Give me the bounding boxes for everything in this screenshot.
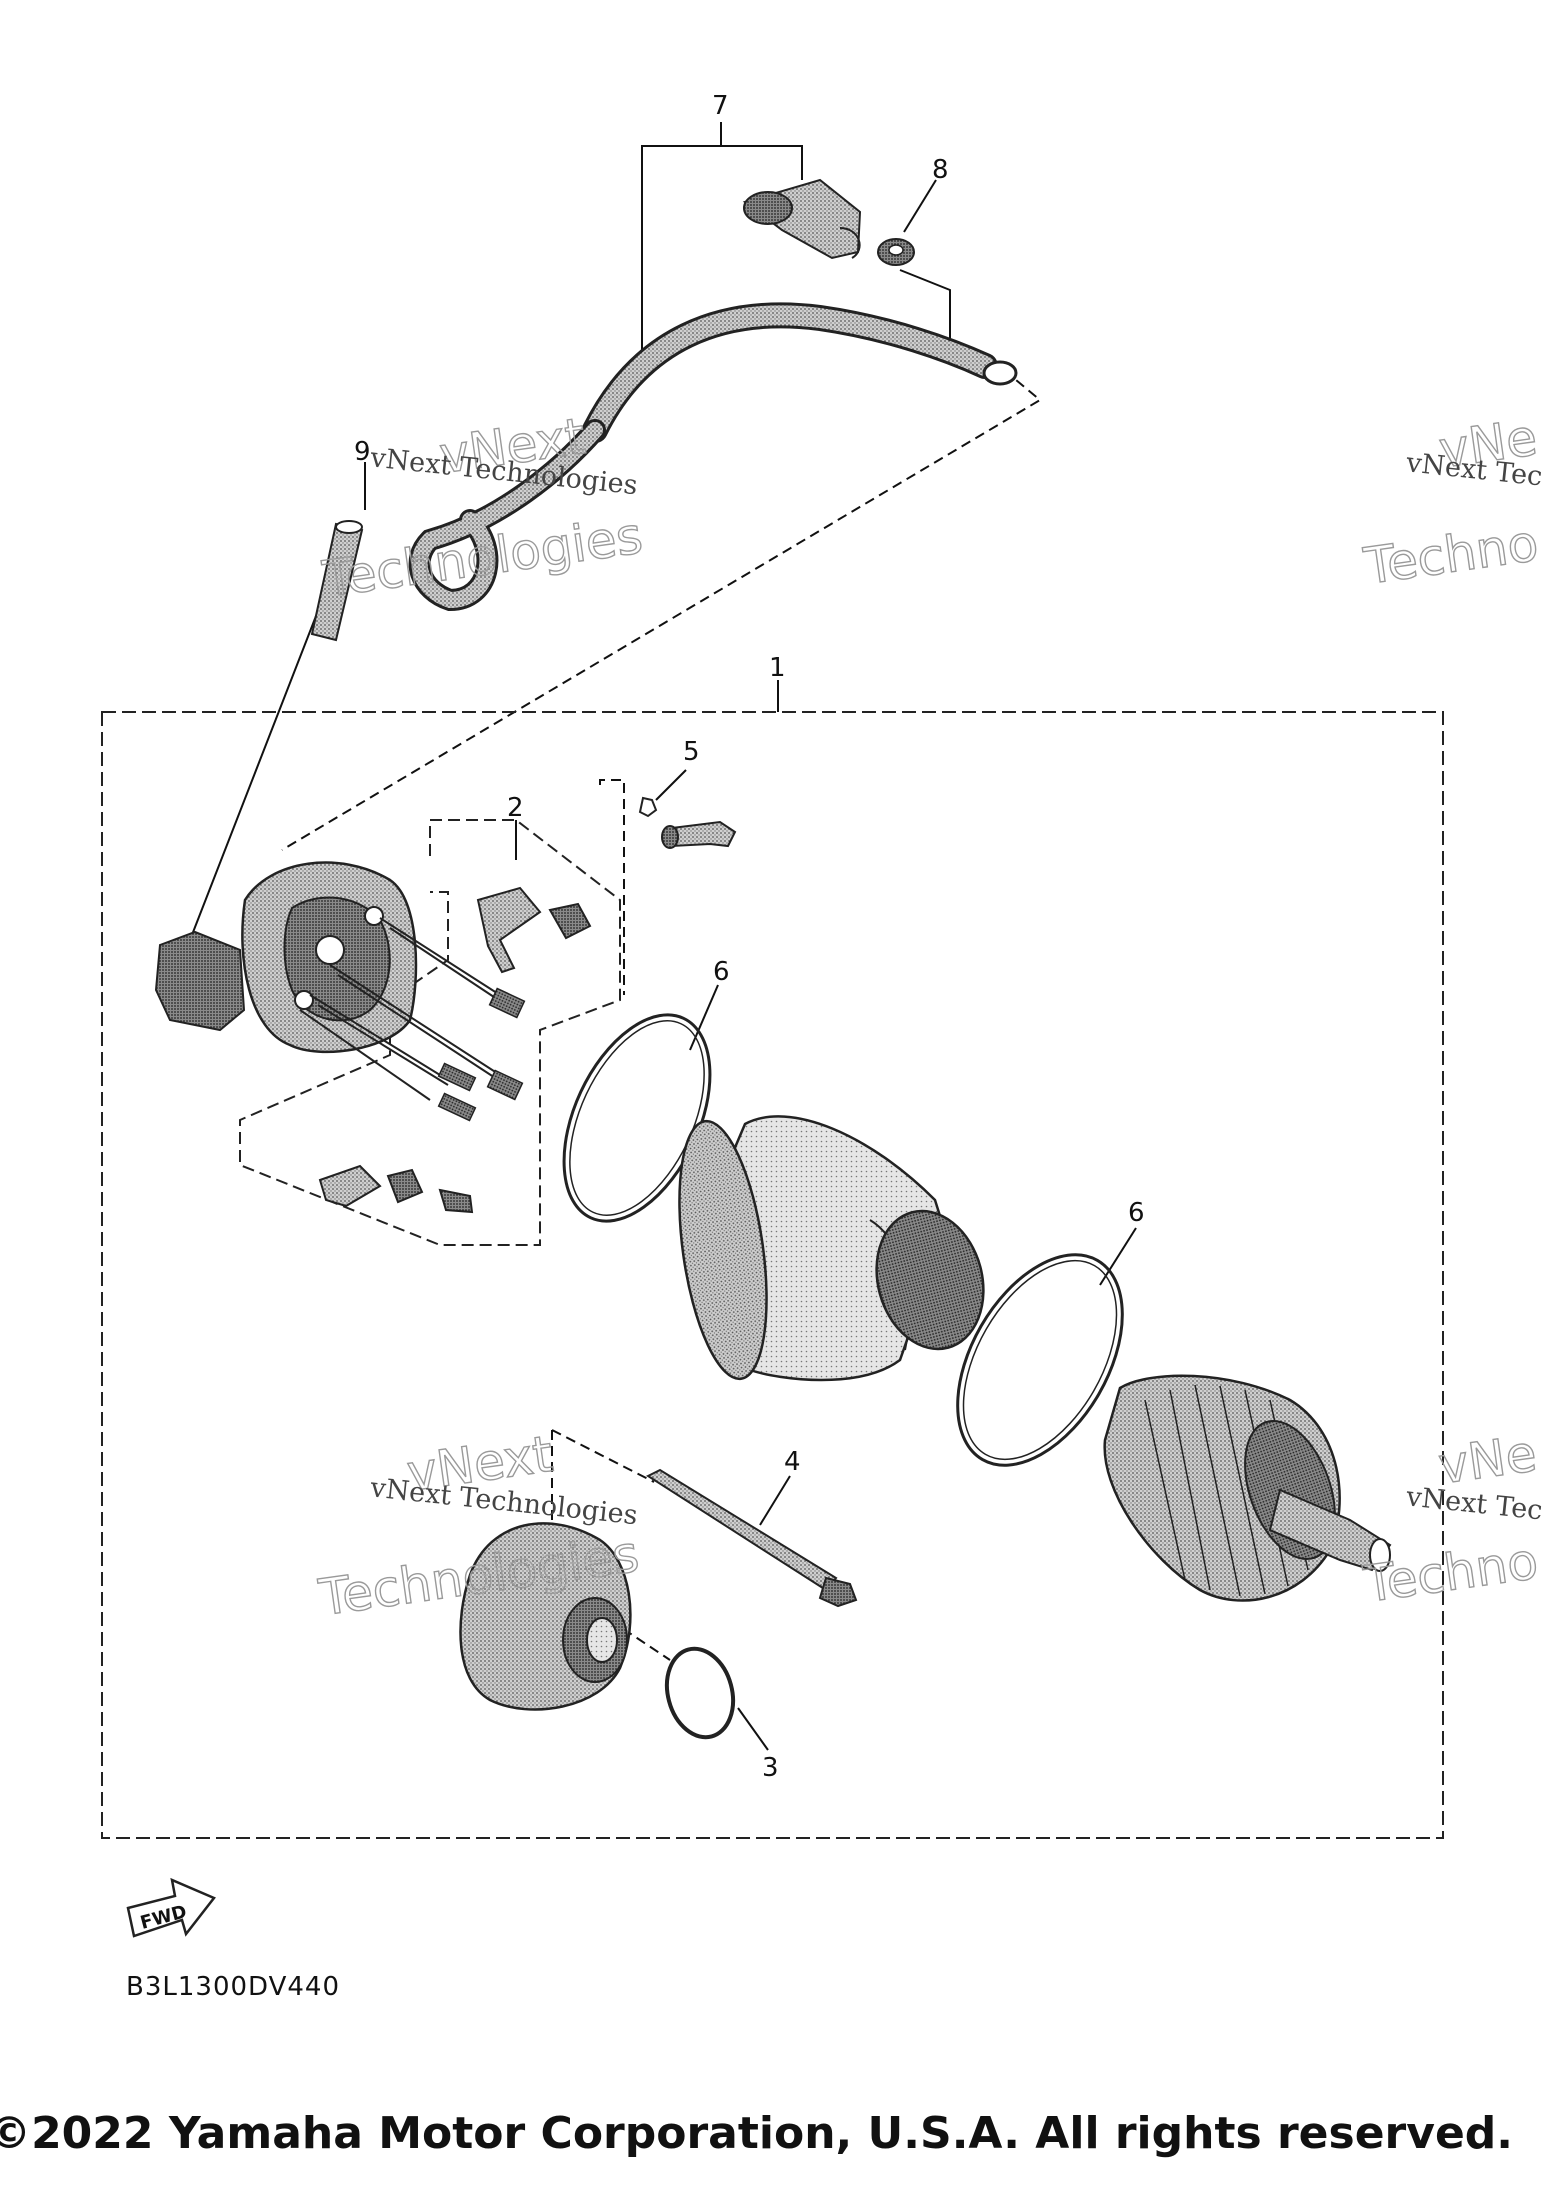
front-end-cover (459, 1522, 632, 1711)
callout-7: 7 (712, 91, 729, 121)
leader-lines (189, 122, 1137, 1751)
callout-8: 8 (932, 155, 949, 185)
brush-guide-lines (299, 917, 507, 1101)
callout-9: 9 (354, 437, 371, 467)
fwd-arrow-icon: FWD (126, 1877, 216, 1938)
armature (1103, 1374, 1392, 1602)
watermark-big-top-4: vNe (1435, 1424, 1540, 1495)
callout-1: 1 (769, 653, 786, 683)
callout-6-upper: 6 (713, 957, 730, 987)
brush-kit-outline-2 (239, 819, 621, 1246)
sleeve-9 (310, 520, 364, 642)
callout-5: 5 (683, 737, 700, 767)
watermark-big-top-3: vNe (1436, 408, 1541, 479)
copyright-notice: ©2022 Yamaha Motor Corporation, U.S.A. A… (0, 2108, 1513, 2159)
brush-springs (437, 987, 526, 1122)
seal-ring-3 (664, 1646, 736, 1740)
diagram-code: B3L1300DV440 (126, 1972, 341, 2002)
nut-8 (877, 238, 915, 266)
through-bolt-4 (645, 1468, 858, 1608)
assembly-box-1 (101, 711, 1444, 1839)
oring-6-lower (956, 1253, 1124, 1467)
callout-2: 2 (507, 793, 524, 823)
brush-set-2 (318, 886, 592, 1214)
watermark-big-bottom-3: Techno (1360, 514, 1542, 596)
battery-cable-7 (408, 178, 1018, 612)
watermark-group-4: vNe Techno vNext Tec (1359, 1424, 1543, 1615)
watermark-small-4: vNext Tec (1404, 1481, 1543, 1526)
yoke-case (678, 1115, 985, 1382)
callout-6-lower: 6 (1128, 1198, 1145, 1228)
callout-labels: 7 8 9 1 5 2 6 6 4 3 (354, 91, 1145, 1783)
oring-bolt-5 (638, 796, 737, 849)
callout-3: 3 (762, 1753, 779, 1783)
watermark-group-3: vNe Techno vNext Tec (1359, 408, 1543, 597)
brush-holder-housing (154, 861, 418, 1054)
callout-4: 4 (784, 1447, 801, 1477)
